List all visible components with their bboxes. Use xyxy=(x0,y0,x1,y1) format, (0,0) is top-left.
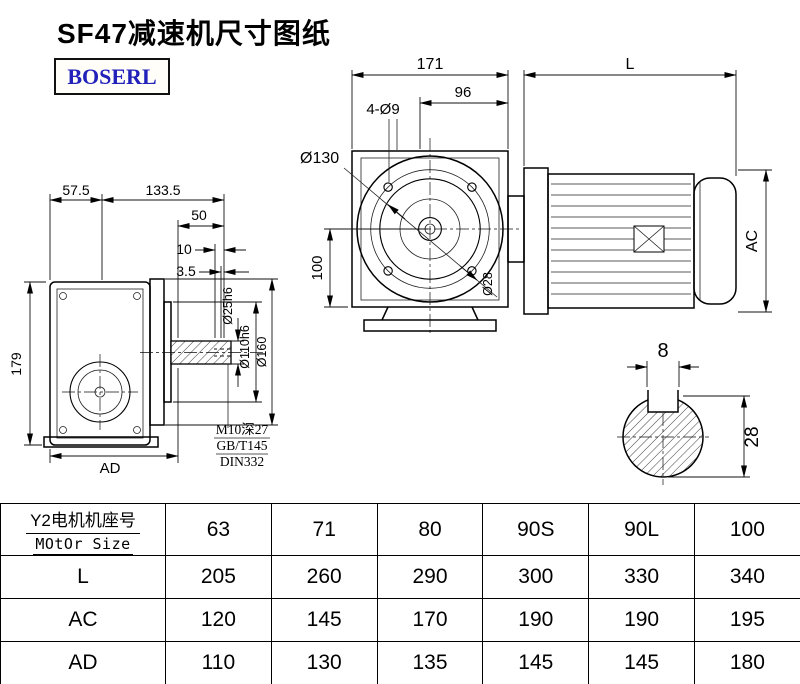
brand-name: BOSERL xyxy=(67,63,157,89)
table-cell: 180 xyxy=(693,641,800,684)
motor-size-header-cell: Y2电机机座号 MOtOr Size xyxy=(0,503,166,556)
dim-179-label: 179 xyxy=(8,352,24,376)
shaft-height-label: 28 xyxy=(742,426,763,447)
table-cell: 90S xyxy=(482,503,590,556)
page-title: SF47减速机尺寸图纸 xyxy=(57,18,331,49)
motor-size-label-en: MOtOr Size xyxy=(33,535,133,555)
dim-ac-label: AC xyxy=(744,230,761,252)
table-cell: 340 xyxy=(693,555,800,599)
motor-size-label-cn: Y2电机机座号 xyxy=(26,506,140,534)
table-cell: 120 xyxy=(165,598,272,642)
bolt-holes-label: 4-Ø9 xyxy=(366,101,399,118)
dim-ad-label: AD xyxy=(100,460,121,477)
note-din-standard: DIN332 xyxy=(220,454,264,469)
table-cell: 145 xyxy=(482,641,590,684)
dim-l-label: L xyxy=(626,56,635,73)
table-cell: 300 xyxy=(482,555,590,599)
dim-171-label: 171 xyxy=(417,56,444,73)
motor-side-view-dimensions: L AC xyxy=(523,56,772,313)
table-cell: 330 xyxy=(588,555,695,599)
table-cell: 195 xyxy=(693,598,800,642)
gearbox-side-view-dimensions: 57.5 133.5 50 10 3.5 179 AD xyxy=(8,182,278,477)
table-row-L: L 205 260 290 300 330 340 xyxy=(0,555,800,599)
flange-front-view xyxy=(324,138,522,336)
table-cell: 205 xyxy=(165,555,272,599)
table-cell: 130 xyxy=(270,641,378,684)
flange-front-view-dimensions: 171 96 4-Ø9 Ø130 Ø28 100 xyxy=(300,56,509,308)
note-gb-standard: GB/T145 xyxy=(216,438,267,453)
brand-badge: BOSERL xyxy=(54,58,170,95)
technical-drawing: 57.5 133.5 50 10 3.5 179 AD xyxy=(8,56,772,485)
dim-100-label: 100 xyxy=(309,255,326,280)
row-label: AC xyxy=(0,598,166,642)
shaft-section-view: 8 28 xyxy=(617,340,763,485)
table-cell: 190 xyxy=(588,598,695,642)
dim-3-5-label: 3.5 xyxy=(176,263,196,279)
table-row-AD: AD 110 130 135 145 145 180 xyxy=(0,641,800,684)
table-cell: 190 xyxy=(482,598,590,642)
dia-28-label: Ø28 xyxy=(481,272,495,296)
dim-57-5-label: 57.5 xyxy=(62,182,89,198)
table-cell: 63 xyxy=(165,503,272,556)
table-cell: 110 xyxy=(165,641,272,684)
dia-shaft-label: Ø25h6 xyxy=(221,287,235,325)
table-row-AC: AC 120 145 170 190 190 195 xyxy=(0,598,800,642)
dia-spigot-label: Ø110h6 xyxy=(238,325,252,369)
dia-flange-label: Ø160 xyxy=(255,337,269,368)
table-cell: 170 xyxy=(376,598,484,642)
row-label: L xyxy=(0,555,166,599)
table-cell: 260 xyxy=(270,555,378,599)
table-cell: 71 xyxy=(270,503,378,556)
gearbox-side-view xyxy=(43,278,266,448)
note-tapped-hole: M10深27 xyxy=(216,422,269,437)
dim-133-5-label: 133.5 xyxy=(145,182,180,198)
table-cell: 100 xyxy=(693,503,800,556)
table-cell: 90L xyxy=(588,503,695,556)
dim-50-label: 50 xyxy=(191,207,207,223)
dimension-table: Y2电机机座号 MOtOr Size 63 71 80 90S 90L 100 … xyxy=(0,503,800,684)
row-label: AD xyxy=(0,641,166,684)
table-cell: 145 xyxy=(270,598,378,642)
dim-10-label: 10 xyxy=(176,241,192,257)
dim-96-label: 96 xyxy=(455,84,472,101)
table-cell: 290 xyxy=(376,555,484,599)
table-cell: 145 xyxy=(588,641,695,684)
table-cell: 135 xyxy=(376,641,484,684)
key-width-label: 8 xyxy=(657,340,668,362)
motor-side-view xyxy=(507,167,737,315)
table-header-row: Y2电机机座号 MOtOr Size 63 71 80 90S 90L 100 xyxy=(0,503,800,556)
dia-130-label: Ø130 xyxy=(300,150,339,167)
table-cell: 80 xyxy=(376,503,484,556)
